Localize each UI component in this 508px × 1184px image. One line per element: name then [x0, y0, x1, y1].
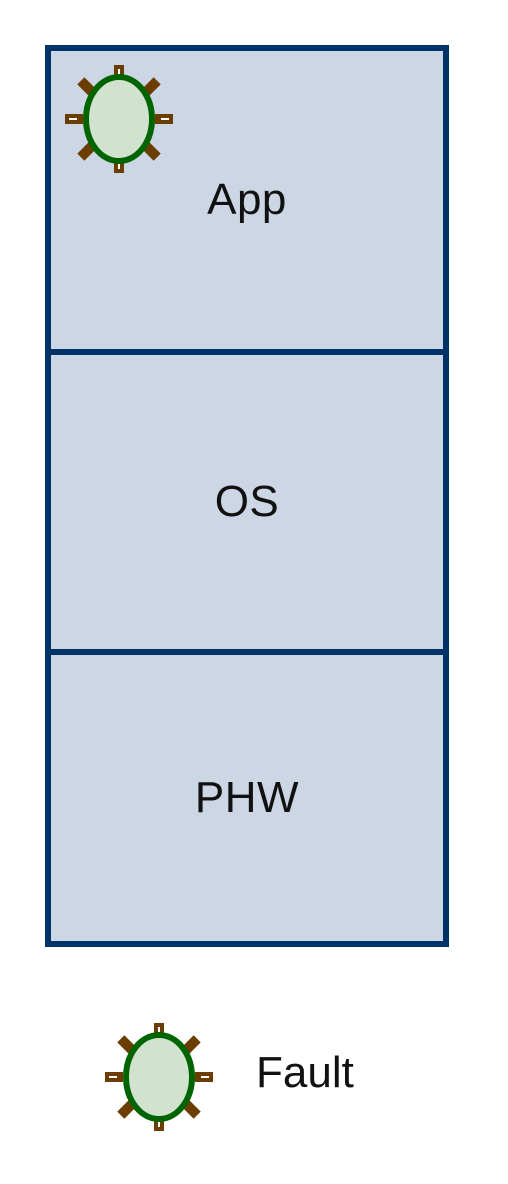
legend-label-fault: Fault	[256, 1048, 354, 1097]
layer-app: App	[51, 51, 443, 349]
legend-fault-icon	[105, 1023, 213, 1131]
layer-label-app: App	[207, 175, 287, 224]
layer-phw: PHW	[51, 649, 443, 941]
layer-stack: App OS PHW	[45, 45, 449, 947]
layer-label-phw: PHW	[194, 773, 300, 822]
layer-label-os: OS	[214, 477, 280, 526]
fault-icon	[65, 65, 173, 173]
layer-os: OS	[51, 349, 443, 649]
